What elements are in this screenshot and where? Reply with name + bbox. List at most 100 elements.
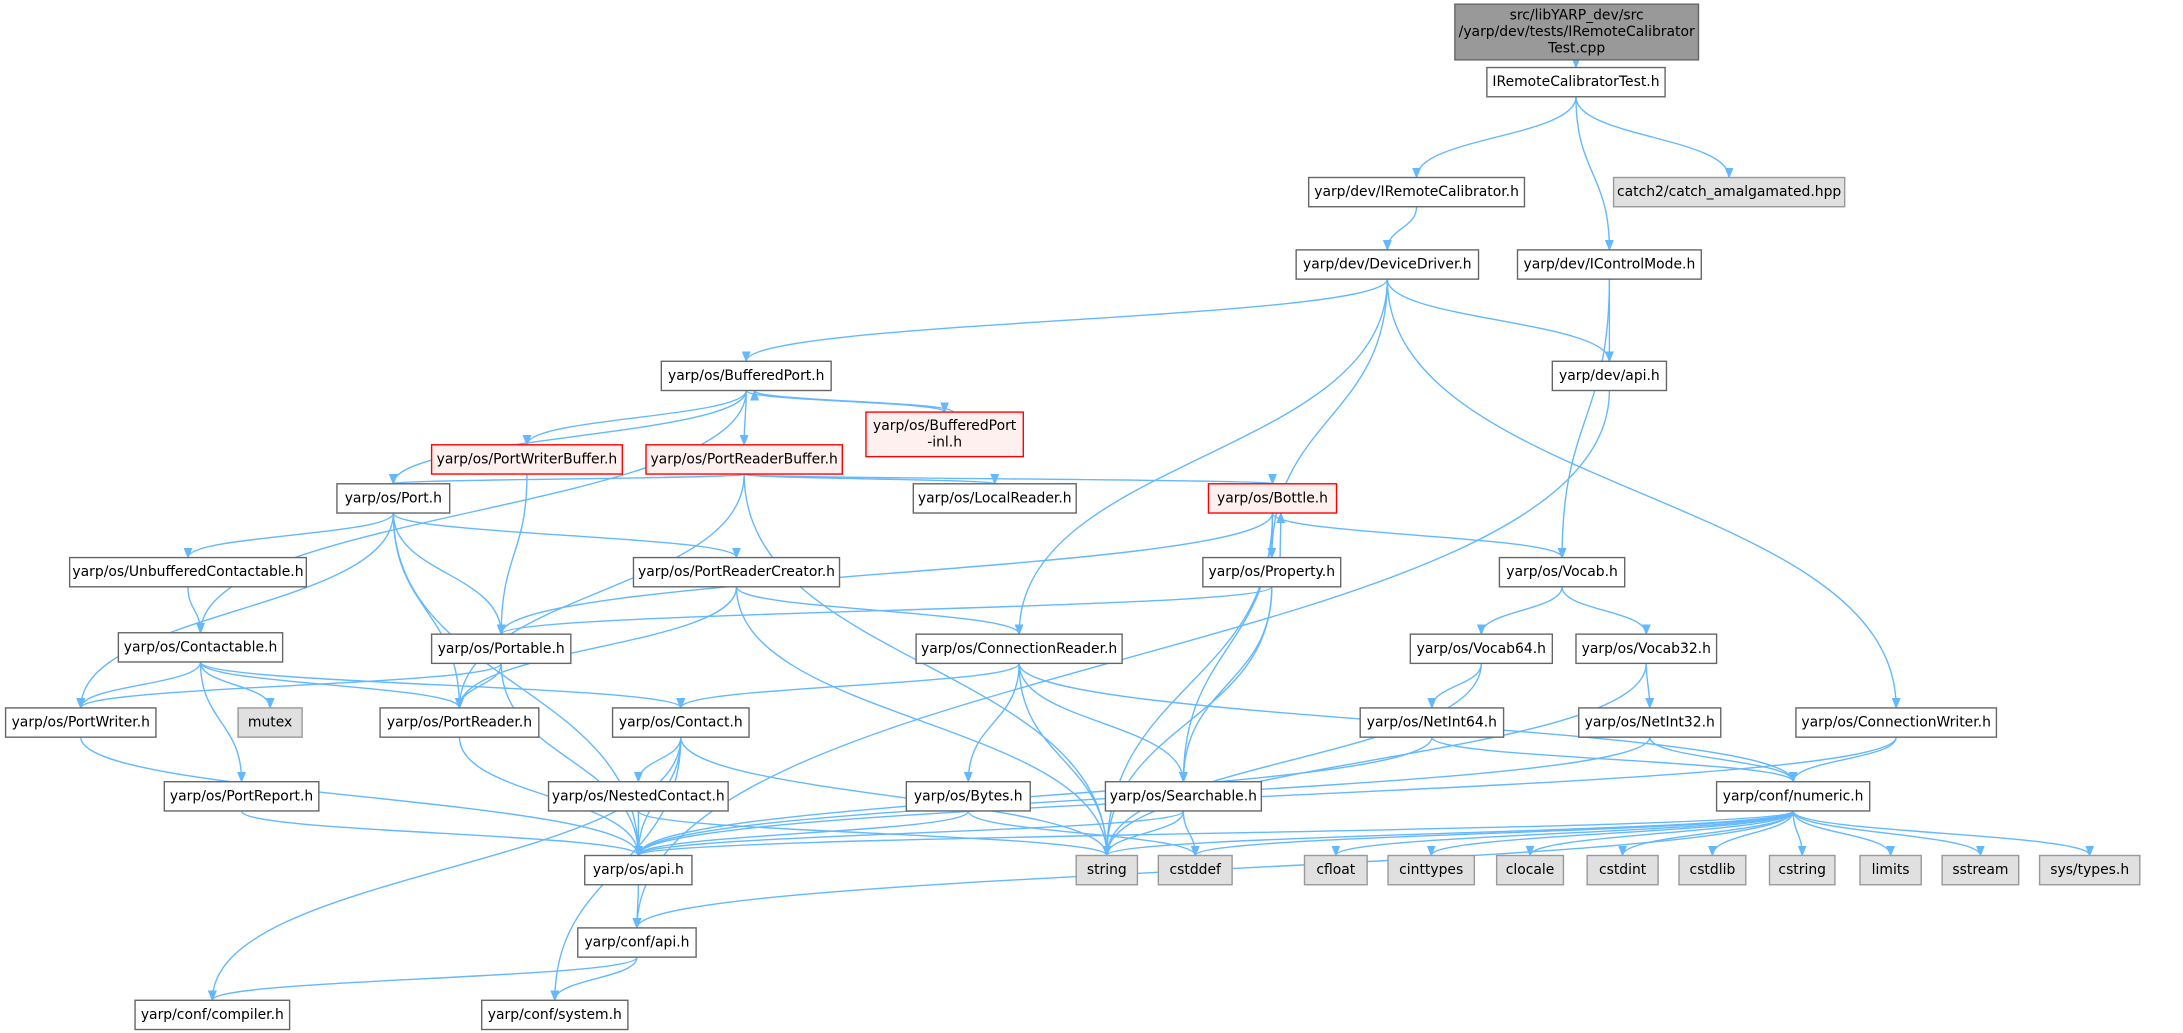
node-cinttypes[interactable]: cinttypes xyxy=(1387,854,1476,886)
node-nested[interactable]: yarp/os/NestedContact.h xyxy=(547,781,729,812)
node-limits[interactable]: limits xyxy=(1859,854,1922,886)
node-cstdint[interactable]: cstdint xyxy=(1586,854,1659,886)
node-ucont[interactable]: yarp/os/UnbufferedContactable.h xyxy=(68,556,308,588)
node-port[interactable]: yarp/os/Port.h xyxy=(336,483,451,514)
node-box xyxy=(547,781,729,812)
node-irct[interactable]: IRemoteCalibratorTest.h xyxy=(1486,66,1666,98)
edge-numeric-to-cfloat xyxy=(1336,810,1794,857)
node-box xyxy=(1486,66,1666,98)
edge-portable-to-preader xyxy=(459,663,502,708)
node-systypes[interactable]: sys/types.h xyxy=(2038,854,2141,886)
node-prop[interactable]: yarp/os/Property.h xyxy=(1202,556,1342,588)
node-label: cstdint xyxy=(1599,862,1647,878)
node-catch2[interactable]: catch2/catch_amalgamated.hpp xyxy=(1612,176,1846,208)
node-label: yarp/os/Bottle.h xyxy=(1217,490,1328,506)
node-label: clocale xyxy=(1506,862,1555,878)
edge-port-to-pwriter xyxy=(81,513,395,708)
node-box xyxy=(1578,707,1722,738)
node-mutex[interactable]: mutex xyxy=(237,707,303,738)
node-box xyxy=(611,707,750,738)
node-system[interactable]: yarp/conf/system.h xyxy=(481,999,629,1031)
node-icm[interactable]: yarp/dev/IControlMode.h xyxy=(1516,249,1702,280)
edge-search-to-osapi xyxy=(638,810,1185,857)
node-prb[interactable]: yarp/os/PortReaderBuffer.h xyxy=(645,444,843,475)
node-clocale[interactable]: clocale xyxy=(1495,854,1565,886)
edge-bpinl-to-bport xyxy=(755,389,954,413)
node-bport[interactable]: yarp/os/BufferedPort.h xyxy=(660,360,832,392)
edge-devdrv-to-bport xyxy=(746,278,1389,362)
node-prc[interactable]: yarp/os/PortReaderCreator.h xyxy=(632,556,841,588)
edge-irc-to-devdrv xyxy=(1387,206,1418,250)
edge-port-to-ucont xyxy=(188,512,395,558)
node-cstdlib[interactable]: cstdlib xyxy=(1678,854,1747,886)
node-connw[interactable]: yarp/os/ConnectionWriter.h xyxy=(1795,707,1998,738)
edge-prop-to-string xyxy=(1107,586,1273,856)
edge-bport-to-pwb xyxy=(527,390,747,446)
node-label: yarp/os/Property.h xyxy=(1209,564,1336,580)
node-cstring[interactable]: cstring xyxy=(1768,854,1836,886)
node-bpinl[interactable]: yarp/os/BufferedPort-inl.h xyxy=(865,411,1024,458)
node-label: yarp/os/PortWriter.h xyxy=(12,715,150,731)
node-label: yarp/conf/numeric.h xyxy=(1723,788,1864,804)
edge-confapi-to-system xyxy=(555,956,638,1001)
node-netint64[interactable]: yarp/os/NetInt64.h xyxy=(1359,707,1505,738)
node-box xyxy=(905,781,1031,812)
node-devapi[interactable]: yarp/dev/api.h xyxy=(1551,360,1668,392)
edge-connw-to-osapi xyxy=(638,736,1897,856)
node-pwriter[interactable]: yarp/os/PortWriter.h xyxy=(4,707,157,738)
node-label: yarp/conf/system.h xyxy=(488,1007,622,1023)
edge-numeric-to-cinttypes xyxy=(1431,810,1794,857)
node-contact[interactable]: yarp/os/Contact.h xyxy=(611,707,750,738)
node-label: Test.cpp xyxy=(1547,41,1605,57)
edge-numeric-to-systypes xyxy=(1792,810,2090,856)
edge-vocab32-to-netint32 xyxy=(1646,663,1649,708)
edge-contactable-to-preader xyxy=(199,661,460,709)
node-irc[interactable]: yarp/dev/IRemoteCalibrator.h xyxy=(1307,176,1526,208)
node-box xyxy=(134,999,291,1031)
node-search[interactable]: yarp/os/Searchable.h xyxy=(1104,781,1263,812)
edge-numeric-to-osapi xyxy=(638,810,1794,857)
node-confapi[interactable]: yarp/conf/api.h xyxy=(577,927,697,958)
node-vocab[interactable]: yarp/os/Vocab.h xyxy=(1498,556,1626,588)
node-box xyxy=(912,483,1077,514)
node-bottle[interactable]: yarp/os/Bottle.h xyxy=(1207,483,1338,514)
edge-numeric-to-cstddef xyxy=(1195,810,1794,857)
node-osapi[interactable]: yarp/os/api.h xyxy=(584,854,693,886)
node-contactable[interactable]: yarp/os/Contactable.h xyxy=(117,632,284,663)
edge-icm-to-vocab xyxy=(1562,279,1611,557)
edge-pwriter-to-osapi xyxy=(80,737,639,856)
node-bytes[interactable]: yarp/os/Bytes.h xyxy=(905,781,1031,812)
node-portable[interactable]: yarp/os/Portable.h xyxy=(430,633,572,665)
node-string[interactable]: string xyxy=(1075,854,1139,886)
node-vocab64[interactable]: yarp/os/Vocab64.h xyxy=(1409,633,1554,665)
node-box xyxy=(1575,633,1718,665)
edge-portable-to-pwriter xyxy=(81,662,502,709)
node-box xyxy=(1303,854,1368,886)
node-netint32[interactable]: yarp/os/NetInt32.h xyxy=(1578,707,1722,738)
node-label: yarp/dev/api.h xyxy=(1559,368,1660,384)
edge-irct-to-icm xyxy=(1575,96,1609,250)
edge-connr-to-string xyxy=(1018,663,1107,855)
node-preport[interactable]: yarp/os/PortReport.h xyxy=(163,781,320,812)
node-devdrv[interactable]: yarp/dev/DeviceDriver.h xyxy=(1295,249,1480,280)
node-connr[interactable]: yarp/os/ConnectionReader.h xyxy=(915,633,1123,665)
node-label: yarp/dev/DeviceDriver.h xyxy=(1303,257,1472,273)
node-cfloat[interactable]: cfloat xyxy=(1303,854,1368,886)
node-cstddef[interactable]: cstddef xyxy=(1157,854,1233,886)
node-label: mutex xyxy=(248,715,292,731)
node-preader[interactable]: yarp/os/PortReader.h xyxy=(379,707,540,738)
node-label: yarp/conf/compiler.h xyxy=(141,1007,284,1023)
node-compiler[interactable]: yarp/conf/compiler.h xyxy=(134,999,291,1031)
node-label: yarp/os/Portable.h xyxy=(438,641,565,657)
node-box xyxy=(237,707,303,738)
node-box xyxy=(379,707,540,738)
node-localr[interactable]: yarp/os/LocalReader.h xyxy=(912,483,1077,514)
edge-ucont-to-contactable xyxy=(187,586,201,633)
edge-vocab-to-vocab32 xyxy=(1561,586,1646,635)
node-label: yarp/os/BufferedPort.h xyxy=(668,368,825,384)
node-numeric[interactable]: yarp/conf/numeric.h xyxy=(1715,781,1871,812)
node-main[interactable]: src/libYARP_dev/src/yarp/dev/tests/IRemo… xyxy=(1454,3,1700,61)
node-sstream[interactable]: sstream xyxy=(1941,854,2020,886)
node-pwb[interactable]: yarp/os/PortWriterBuffer.h xyxy=(430,444,624,475)
node-vocab32[interactable]: yarp/os/Vocab32.h xyxy=(1575,633,1718,665)
